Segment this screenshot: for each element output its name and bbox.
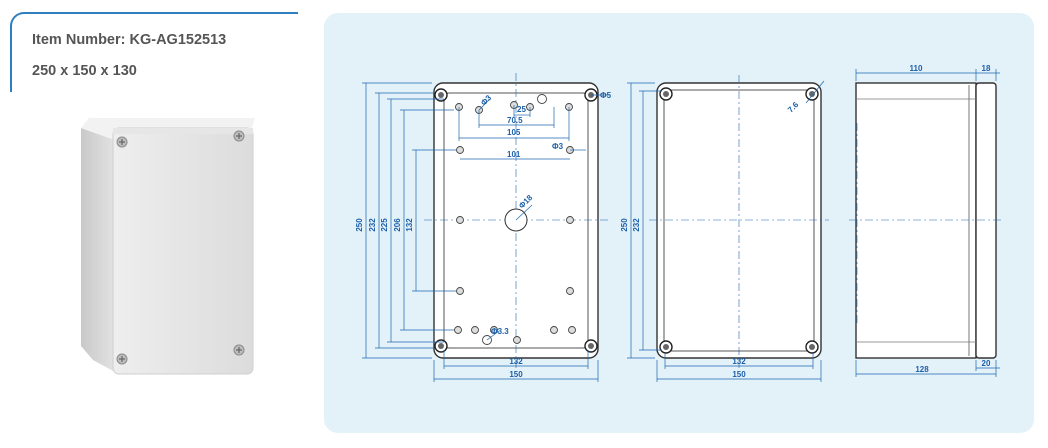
dim-label-105: 105 — [507, 128, 521, 137]
box-side-face — [81, 128, 115, 372]
side-lid — [975, 82, 997, 359]
corner-screw — [805, 340, 819, 354]
dim-label-110: 110 — [910, 64, 923, 73]
dim-label-70-5: 70.5 — [507, 116, 523, 125]
corner-screw — [659, 87, 673, 101]
dim-label-232: 232 — [632, 218, 641, 232]
mounting-holes — [454, 94, 576, 345]
screw-icon — [233, 130, 245, 142]
corner-screw — [434, 88, 448, 102]
front-top-dims — [458, 94, 609, 341]
dim-label-25: 25 — [517, 105, 526, 114]
hole-label-phi5: Φ5 — [600, 91, 612, 100]
screw-icon — [116, 353, 128, 365]
hole-label-phi3-right: Φ3 — [552, 142, 564, 151]
card-accent-line — [24, 12, 298, 14]
dim-label-20: 20 — [982, 359, 991, 368]
side-dims — [855, 69, 1000, 377]
dim-label-250: 250 — [355, 218, 364, 232]
side-view: 110 18 128 20 — [849, 64, 1004, 377]
corner-screw — [434, 339, 448, 353]
product-info-card: Item Number: KG-AG152513 250 x 150 x 130 — [10, 10, 300, 92]
dim-label-18: 18 — [982, 64, 991, 73]
dim-label-width-150: 150 — [509, 370, 523, 379]
screw-icon — [233, 344, 245, 356]
back-width-dims — [656, 353, 822, 382]
corner-screw — [805, 87, 819, 101]
card-accent-corner — [10, 12, 26, 92]
dim-label-128: 128 — [915, 365, 929, 374]
front-width-dims — [433, 350, 599, 382]
dim-label-width-150: 150 — [732, 370, 746, 379]
corner-screw — [584, 339, 598, 353]
front-view: 250 232 225 206 132 Φ5 Φ3 25 70.5 105 — [355, 73, 612, 382]
technical-drawing-panel: 250 232 225 206 132 Φ5 Φ3 25 70.5 105 — [324, 13, 1034, 433]
corner-screw — [659, 340, 673, 354]
back-height-dims — [627, 80, 825, 359]
dimensions-label: 250 x 150 x 130 — [32, 63, 137, 79]
dim-label-206: 206 — [393, 218, 402, 232]
dim-label-width-132: 132 — [732, 357, 746, 366]
hole-label-phi3-3: Φ3.3 — [491, 327, 509, 336]
screw-icon — [116, 136, 128, 148]
dim-label-101: 101 — [507, 150, 521, 159]
dim-label-225: 225 — [380, 218, 389, 232]
box-front-face — [112, 127, 254, 375]
technical-drawing: 250 232 225 206 132 Φ5 Φ3 25 70.5 105 — [355, 64, 1004, 382]
product-photo — [81, 118, 255, 375]
back-view: 250 232 7.6 132 150 — [620, 75, 829, 382]
dim-label-232: 232 — [368, 218, 377, 232]
item-number-label: Item Number: KG-AG152513 — [32, 32, 227, 48]
front-height-dims — [362, 82, 456, 359]
dim-label-width-132: 132 — [509, 357, 523, 366]
box-lid-edge — [113, 128, 253, 134]
dim-label-132: 132 — [405, 218, 414, 232]
side-body — [855, 82, 977, 359]
dim-label-250: 250 — [620, 218, 629, 232]
